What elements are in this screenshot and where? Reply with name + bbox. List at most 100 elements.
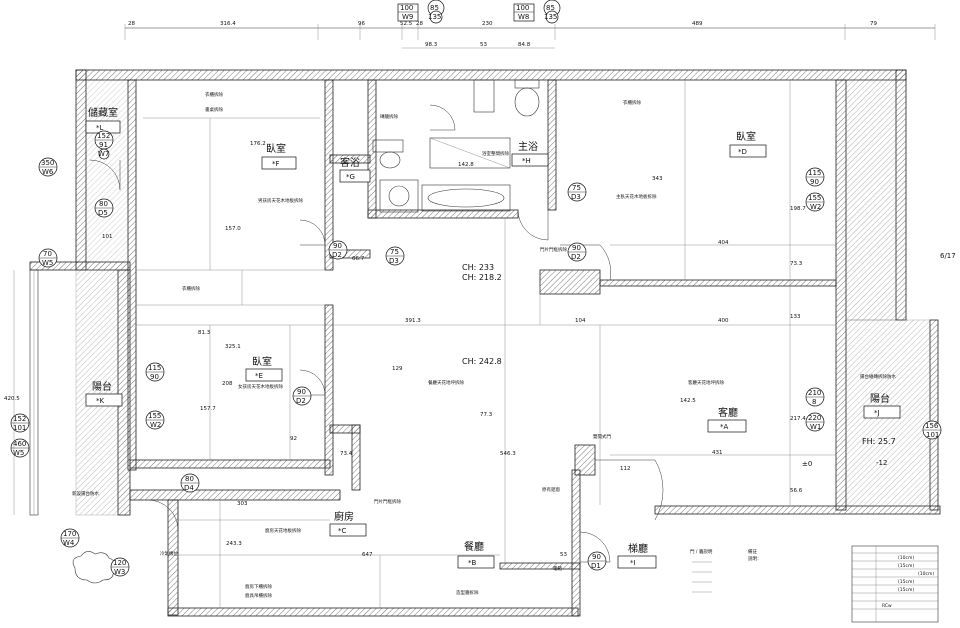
room-tag-guest-bath: *G (346, 173, 355, 181)
dim-top-7: 79 (870, 21, 877, 27)
svg-text:647: 647 (362, 552, 373, 558)
door-swings (89, 104, 664, 563)
svg-text:220: 220 (808, 414, 821, 422)
svg-text:73.4: 73.4 (340, 451, 353, 457)
svg-text:155: 155 (808, 194, 821, 202)
room-tag-stair-hall: *I (630, 559, 636, 567)
svg-text:56.6: 56.6 (790, 488, 803, 494)
room-name-master-bath: 主浴 (518, 141, 538, 153)
svg-text:(10cm): (10cm) (918, 571, 934, 577)
svg-text:91: 91 (99, 141, 108, 149)
svg-text:198.7: 198.7 (790, 206, 806, 212)
svg-text:門片門框拆除: 門片門框拆除 (374, 498, 401, 505)
svg-text:85: 85 (430, 4, 439, 12)
svg-text:廚房下櫃拆除: 廚房下櫃拆除 (245, 583, 272, 590)
room-tag-storage: *L (96, 124, 104, 132)
svg-text:100: 100 (400, 4, 413, 12)
svg-text:135: 135 (544, 13, 557, 21)
room-name-kitchen: 廚房 (334, 510, 354, 523)
room-tag-bedroom-e: *E (255, 372, 263, 380)
svg-text:81.3: 81.3 (198, 330, 211, 336)
elevation-1: -12 (876, 459, 887, 467)
svg-text:112: 112 (620, 466, 631, 472)
svg-text:W7: W7 (98, 150, 109, 158)
svg-text:門片門框拆除: 門片門框拆除 (540, 246, 567, 253)
svg-text:(15cm): (15cm) (898, 579, 914, 585)
svg-text:303: 303 (237, 501, 248, 507)
svg-text:W5: W5 (42, 259, 53, 267)
svg-text:152: 152 (97, 132, 110, 140)
svg-text:客廳天花地坪拆除: 客廳天花地坪拆除 (688, 379, 724, 386)
svg-text:75: 75 (572, 184, 581, 192)
svg-text:廚具吊櫃拆除: 廚具吊櫃拆除 (245, 592, 272, 599)
room-name-bedroom-f: 臥室 (266, 142, 286, 155)
room-name-bedroom-d: 臥室 (736, 130, 756, 143)
svg-text:D2: D2 (571, 253, 581, 261)
svg-text:170: 170 (63, 530, 76, 538)
svg-text:142.5: 142.5 (680, 398, 696, 404)
elevation-markers: ±0 -12 6/17 (802, 252, 956, 468)
svg-text:101: 101 (13, 424, 26, 432)
room-name-balcony-j: 陽台 (870, 392, 890, 405)
svg-text:460: 460 (13, 440, 26, 448)
svg-text:餐廳天花地坪拆除: 餐廳天花地坪拆除 (428, 379, 464, 386)
svg-text:115: 115 (148, 364, 161, 372)
svg-text:書桌拆除: 書桌拆除 (205, 106, 223, 113)
exterior-walls (29, 69, 941, 617)
svg-text:80: 80 (185, 475, 194, 483)
svg-text:70: 70 (43, 250, 52, 258)
svg-text:(10cm): (10cm) (898, 555, 914, 561)
legend: 門 / 牆說明 備註 說明： (10cm) (15cm) (10cm) (15c… (690, 545, 939, 623)
svg-text:90: 90 (150, 373, 159, 381)
svg-text:W2: W2 (810, 203, 821, 211)
room-name-stair-hall: 梯廳 (628, 542, 648, 555)
svg-text:衣櫃拆除: 衣櫃拆除 (182, 285, 200, 292)
dim-top-0: 28 (128, 21, 135, 27)
svg-text:W2: W2 (150, 421, 161, 429)
svg-text:217.4: 217.4 (790, 416, 806, 422)
room-name-storage: 儲藏室 (88, 106, 118, 119)
svg-text:157.7: 157.7 (200, 406, 216, 412)
legend-heading: 門 / 牆說明 (690, 548, 713, 555)
room-tag-bedroom-f: *F (272, 160, 280, 168)
legend-explain: 說明： (748, 555, 762, 562)
svg-text:133: 133 (790, 314, 801, 320)
svg-text:90: 90 (810, 178, 819, 186)
reference-lines (136, 80, 836, 608)
svg-text:陽台磁磚拆除防水: 陽台磁磚拆除防水 (860, 373, 896, 380)
svg-text:156: 156 (925, 422, 939, 430)
svg-text:(15cm): (15cm) (898, 587, 914, 593)
room-tag-balcony-j: *J (874, 409, 880, 417)
room-name-living: 客廳 (718, 406, 738, 419)
svg-text:D5: D5 (98, 209, 108, 217)
svg-text:431: 431 (712, 450, 723, 456)
elevation-2: 6/17 (940, 252, 956, 260)
dim-sub-2: 84.8 (518, 42, 531, 48)
room-tag-kitchen: *C (338, 527, 347, 535)
svg-text:92: 92 (290, 436, 297, 442)
svg-text:衣櫃拆除: 衣櫃拆除 (623, 99, 641, 106)
room-name-balcony-k: 陽台 (92, 380, 112, 393)
svg-text:電箱: 電箱 (553, 565, 562, 572)
svg-text:404: 404 (718, 240, 729, 246)
dim-top-6: 489 (692, 21, 703, 27)
dim-top-4: 28 (416, 21, 423, 27)
ceiling-height-1: CH: 218.2 (462, 273, 502, 282)
left-window-column (29, 269, 39, 516)
dim-sub-0: 98.3 (425, 42, 438, 48)
svg-text:W6: W6 (42, 168, 54, 176)
svg-text:W8: W8 (518, 13, 529, 21)
svg-text:100: 100 (516, 4, 529, 12)
svg-text:雙開式門: 雙開式門 (593, 433, 611, 440)
svg-text:66.7: 66.7 (352, 256, 365, 262)
